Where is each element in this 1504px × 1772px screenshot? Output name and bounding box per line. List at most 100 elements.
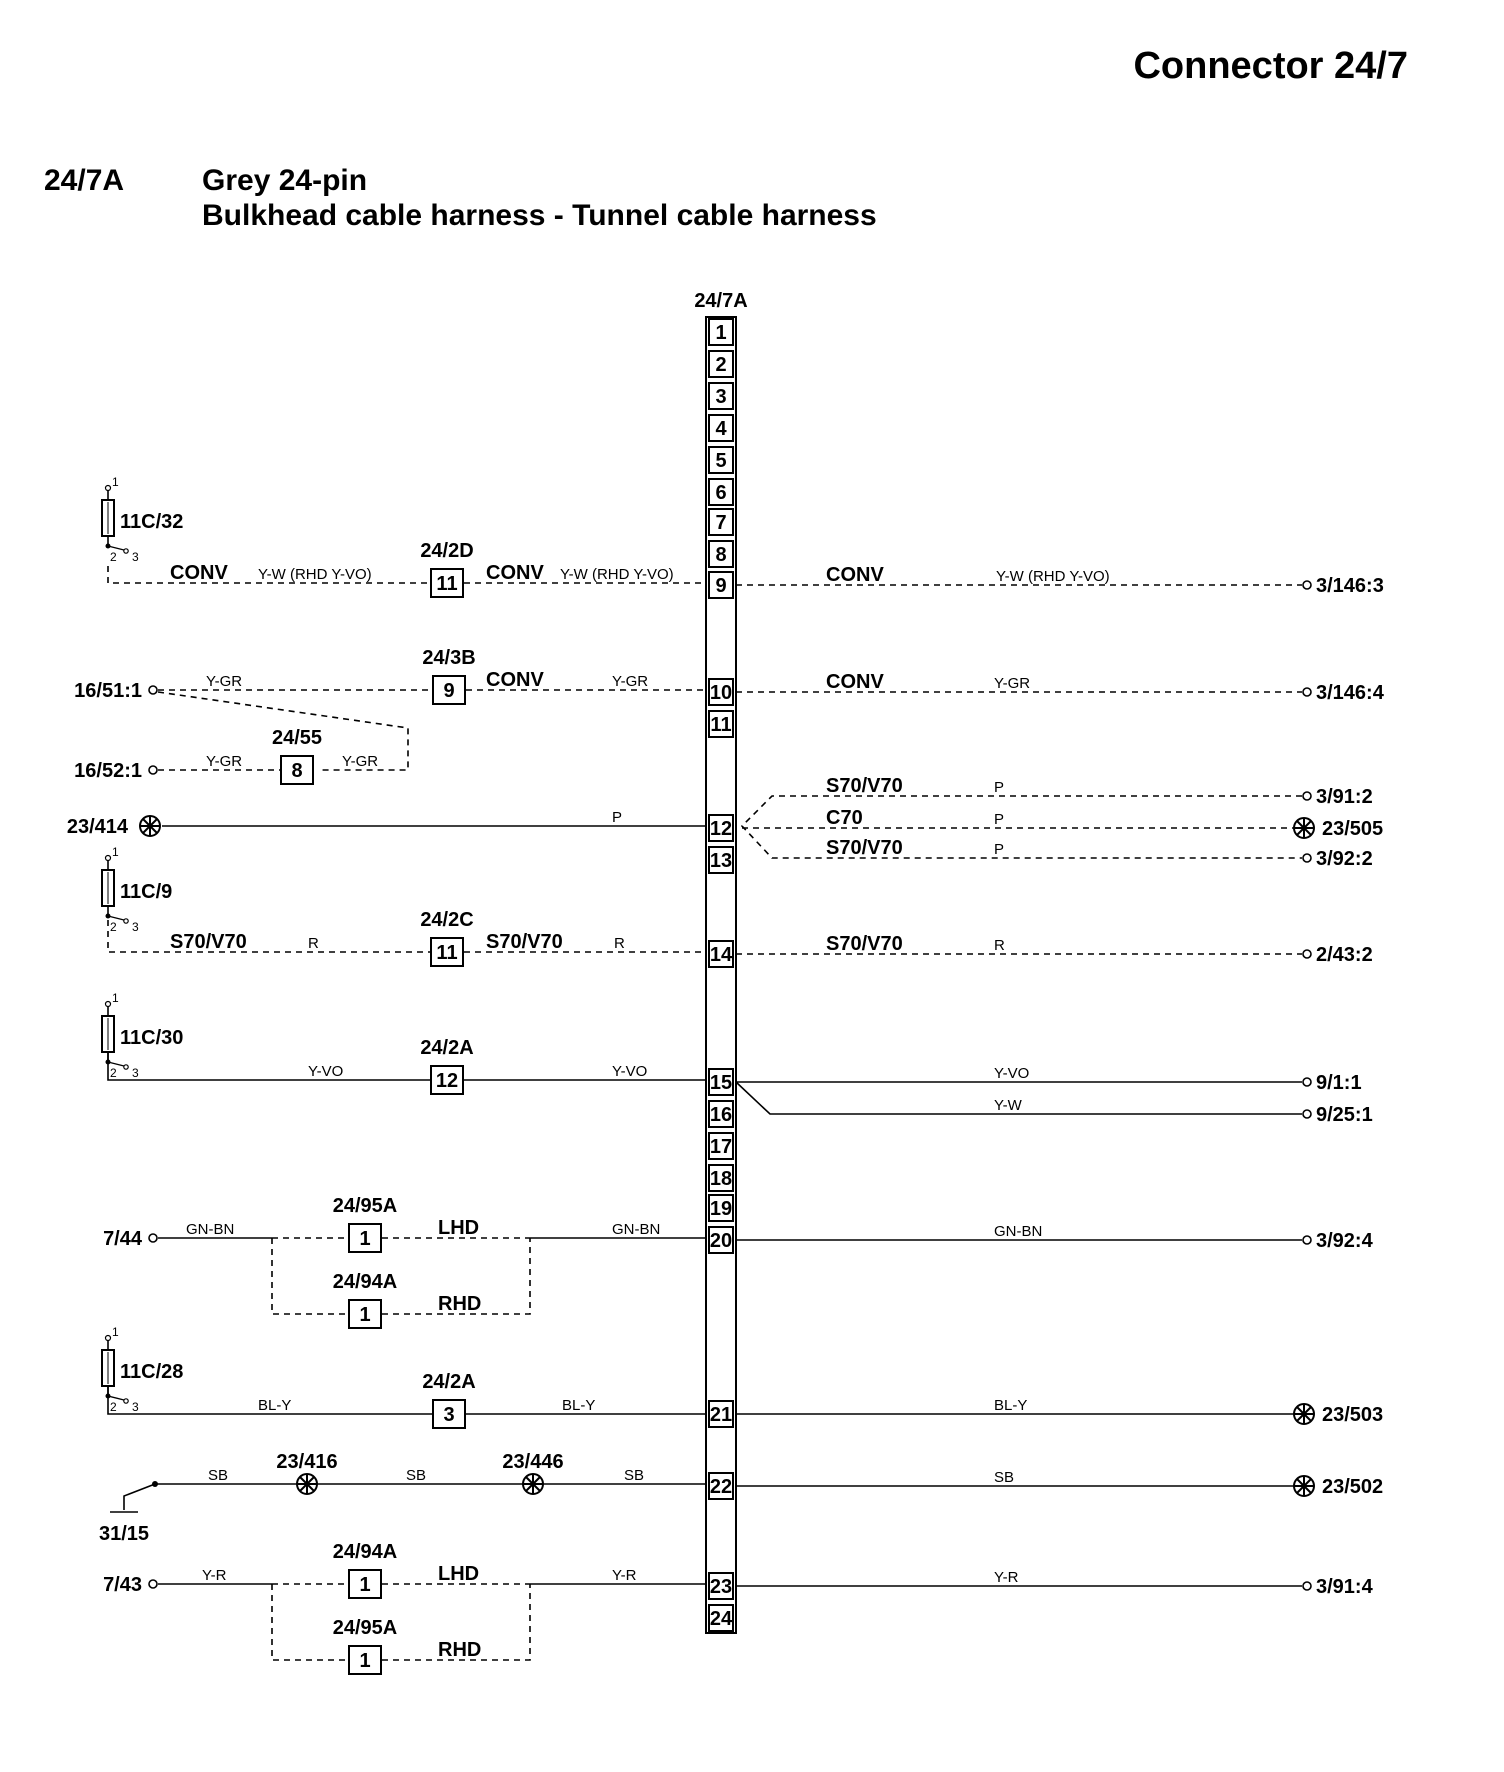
fuse-label: 11C/30 xyxy=(120,1027,183,1049)
connector-pin-11: 11 xyxy=(708,710,734,738)
connector-pin-5: 5 xyxy=(708,446,734,474)
terminal-ring-icon xyxy=(1302,853,1312,863)
fuse-pin-1: 1 xyxy=(112,845,119,859)
terminal-ring-icon xyxy=(148,685,158,695)
rt-3-92-4: 3/92:4 xyxy=(1302,1230,1374,1252)
wire-label-c70: C70 xyxy=(826,807,863,829)
wire-label-y-gr: Y-GR xyxy=(994,675,1030,692)
inline-connector-label: 24/2A xyxy=(422,1371,475,1393)
wire-label-y-gr: Y-GR xyxy=(612,673,648,690)
wire-label-conv: CONV xyxy=(826,671,884,693)
connector-pin-label: 16 xyxy=(710,1104,732,1126)
rt-9-25-1: 9/25:1 xyxy=(1302,1104,1373,1126)
connector-pin-20: 20 xyxy=(708,1226,734,1254)
connector-label: 24/7A xyxy=(694,290,747,312)
splice-icon xyxy=(1293,1403,1315,1425)
connector-pin-15: 15 xyxy=(708,1068,734,1096)
wire-label-s70-v70: S70/V70 xyxy=(826,775,903,797)
inline-connectors: 1124/2D924/3B824/551124/2C1224/2A124/95A… xyxy=(272,540,476,1675)
wire-label-conv: CONV xyxy=(486,669,544,691)
connector-pin-8: 8 xyxy=(708,540,734,568)
terminal-ring-icon xyxy=(1302,791,1312,801)
terminal-label: 3/92:2 xyxy=(1316,848,1373,870)
inline-connector-pin: 1 xyxy=(359,1650,370,1672)
connector-pin-13: 13 xyxy=(708,846,734,874)
fuse-pin-1: 1 xyxy=(112,991,119,1005)
connector-pin-16: 16 xyxy=(708,1100,734,1128)
wire-label-s70-v70: S70/V70 xyxy=(486,931,563,953)
rt-3-146-4: 3/146:4 xyxy=(1302,682,1385,704)
fuse-pin-2: 2 xyxy=(110,550,117,564)
terminal-label: 16/52:1 xyxy=(74,760,142,782)
inline-connector-label: 24/95A xyxy=(333,1617,398,1639)
connector-pin-2: 2 xyxy=(708,350,734,378)
wire-label-y-w-rhd: Y-W (RHD Y-VO) xyxy=(996,568,1110,585)
lt-16-52-1: 16/52:1 xyxy=(74,760,158,782)
connector-pin-label: 7 xyxy=(715,512,726,534)
wire-label-y-r: Y-R xyxy=(202,1567,227,1584)
terminal-label: 3/146:4 xyxy=(1316,682,1385,704)
ground-label: 31/15 xyxy=(99,1523,149,1545)
splice-23-416: 23/416 xyxy=(276,1451,338,1495)
inline-connector-label: 24/95A xyxy=(333,1195,398,1217)
inline-connector-label: 24/94A xyxy=(333,1271,398,1293)
rt-3-146-3: 3/146:3 xyxy=(1302,575,1384,597)
section-description: Bulkhead cable harness - Tunnel cable ha… xyxy=(202,199,877,232)
connector-pin-label: 5 xyxy=(715,450,726,472)
inline-connector-pin: 1 xyxy=(359,1228,370,1250)
connector-pin-18: 18 xyxy=(708,1164,734,1192)
splice-icon xyxy=(1293,817,1315,839)
wire-label-y-gr: Y-GR xyxy=(206,753,242,770)
connector-pin-4: 4 xyxy=(708,414,734,442)
wire-label-bl-y: BL-Y xyxy=(258,1397,291,1414)
lt-7-43: 7/43 xyxy=(103,1574,158,1596)
wire-label-y-w-rhd: Y-W (RHD Y-VO) xyxy=(258,566,372,583)
wire-label-y-vo: Y-VO xyxy=(308,1063,343,1080)
splice-icon xyxy=(139,815,161,837)
terminal-label: 16/51:1 xyxy=(74,680,142,702)
connector-pin-21: 21 xyxy=(708,1400,734,1428)
splice-icon xyxy=(1293,1475,1315,1497)
wire-label-rhd: RHD xyxy=(438,1293,481,1315)
wire-label-y-r: Y-R xyxy=(994,1569,1019,1586)
wire-label-r: R xyxy=(614,935,625,952)
section-id: 24/7A xyxy=(44,164,124,197)
wire-label-s70-v70: S70/V70 xyxy=(826,837,903,859)
wire-label-bl-y: BL-Y xyxy=(994,1397,1027,1414)
wire-y-r-rhd xyxy=(271,1584,531,1661)
wire-label-y-vo: Y-VO xyxy=(612,1063,647,1080)
connector-pin-label: 15 xyxy=(710,1072,732,1094)
fuse-pin-3: 3 xyxy=(132,550,139,564)
wire-label-gn-bn: GN-BN xyxy=(612,1221,660,1238)
fuse-pin-3: 3 xyxy=(132,920,139,934)
connector-pin-label: 10 xyxy=(710,682,732,704)
wire-label-lhd: LHD xyxy=(438,1217,479,1239)
connector-pin-label: 18 xyxy=(710,1168,732,1190)
inline-connector-label: 24/3B xyxy=(422,647,475,669)
terminal-ring-icon xyxy=(1302,687,1312,697)
terminal-ring-icon xyxy=(1302,1235,1312,1245)
connector-pin-22: 22 xyxy=(708,1472,734,1500)
terminal-ring-icon xyxy=(1302,1077,1312,1087)
connector-pin-6: 6 xyxy=(708,478,734,506)
terminal-ring-icon xyxy=(148,765,158,775)
wire-y-gr-branch xyxy=(157,691,409,771)
splice-label: 23/446 xyxy=(502,1451,563,1473)
wire-label-rhd: RHD xyxy=(438,1639,481,1661)
wire-label-s70-v70: S70/V70 xyxy=(170,931,247,953)
ic-24-55: 824/55 xyxy=(272,727,322,785)
lt-16-51-1: 16/51:1 xyxy=(74,680,158,702)
inline-connector-pin: 12 xyxy=(436,1070,458,1092)
page-title: Connector 24/7 xyxy=(1133,45,1408,87)
inline-connector-label: 24/94A xyxy=(333,1541,398,1563)
wire-label-r: R xyxy=(308,935,319,952)
left-terminals: 16/51:116/52:17/447/43 xyxy=(74,680,158,1596)
terminal-ring-icon xyxy=(1302,1581,1312,1591)
connector-pin-label: 24 xyxy=(710,1608,733,1630)
wire-label-p: P xyxy=(612,809,622,826)
connector-pin-label: 14 xyxy=(710,944,733,966)
